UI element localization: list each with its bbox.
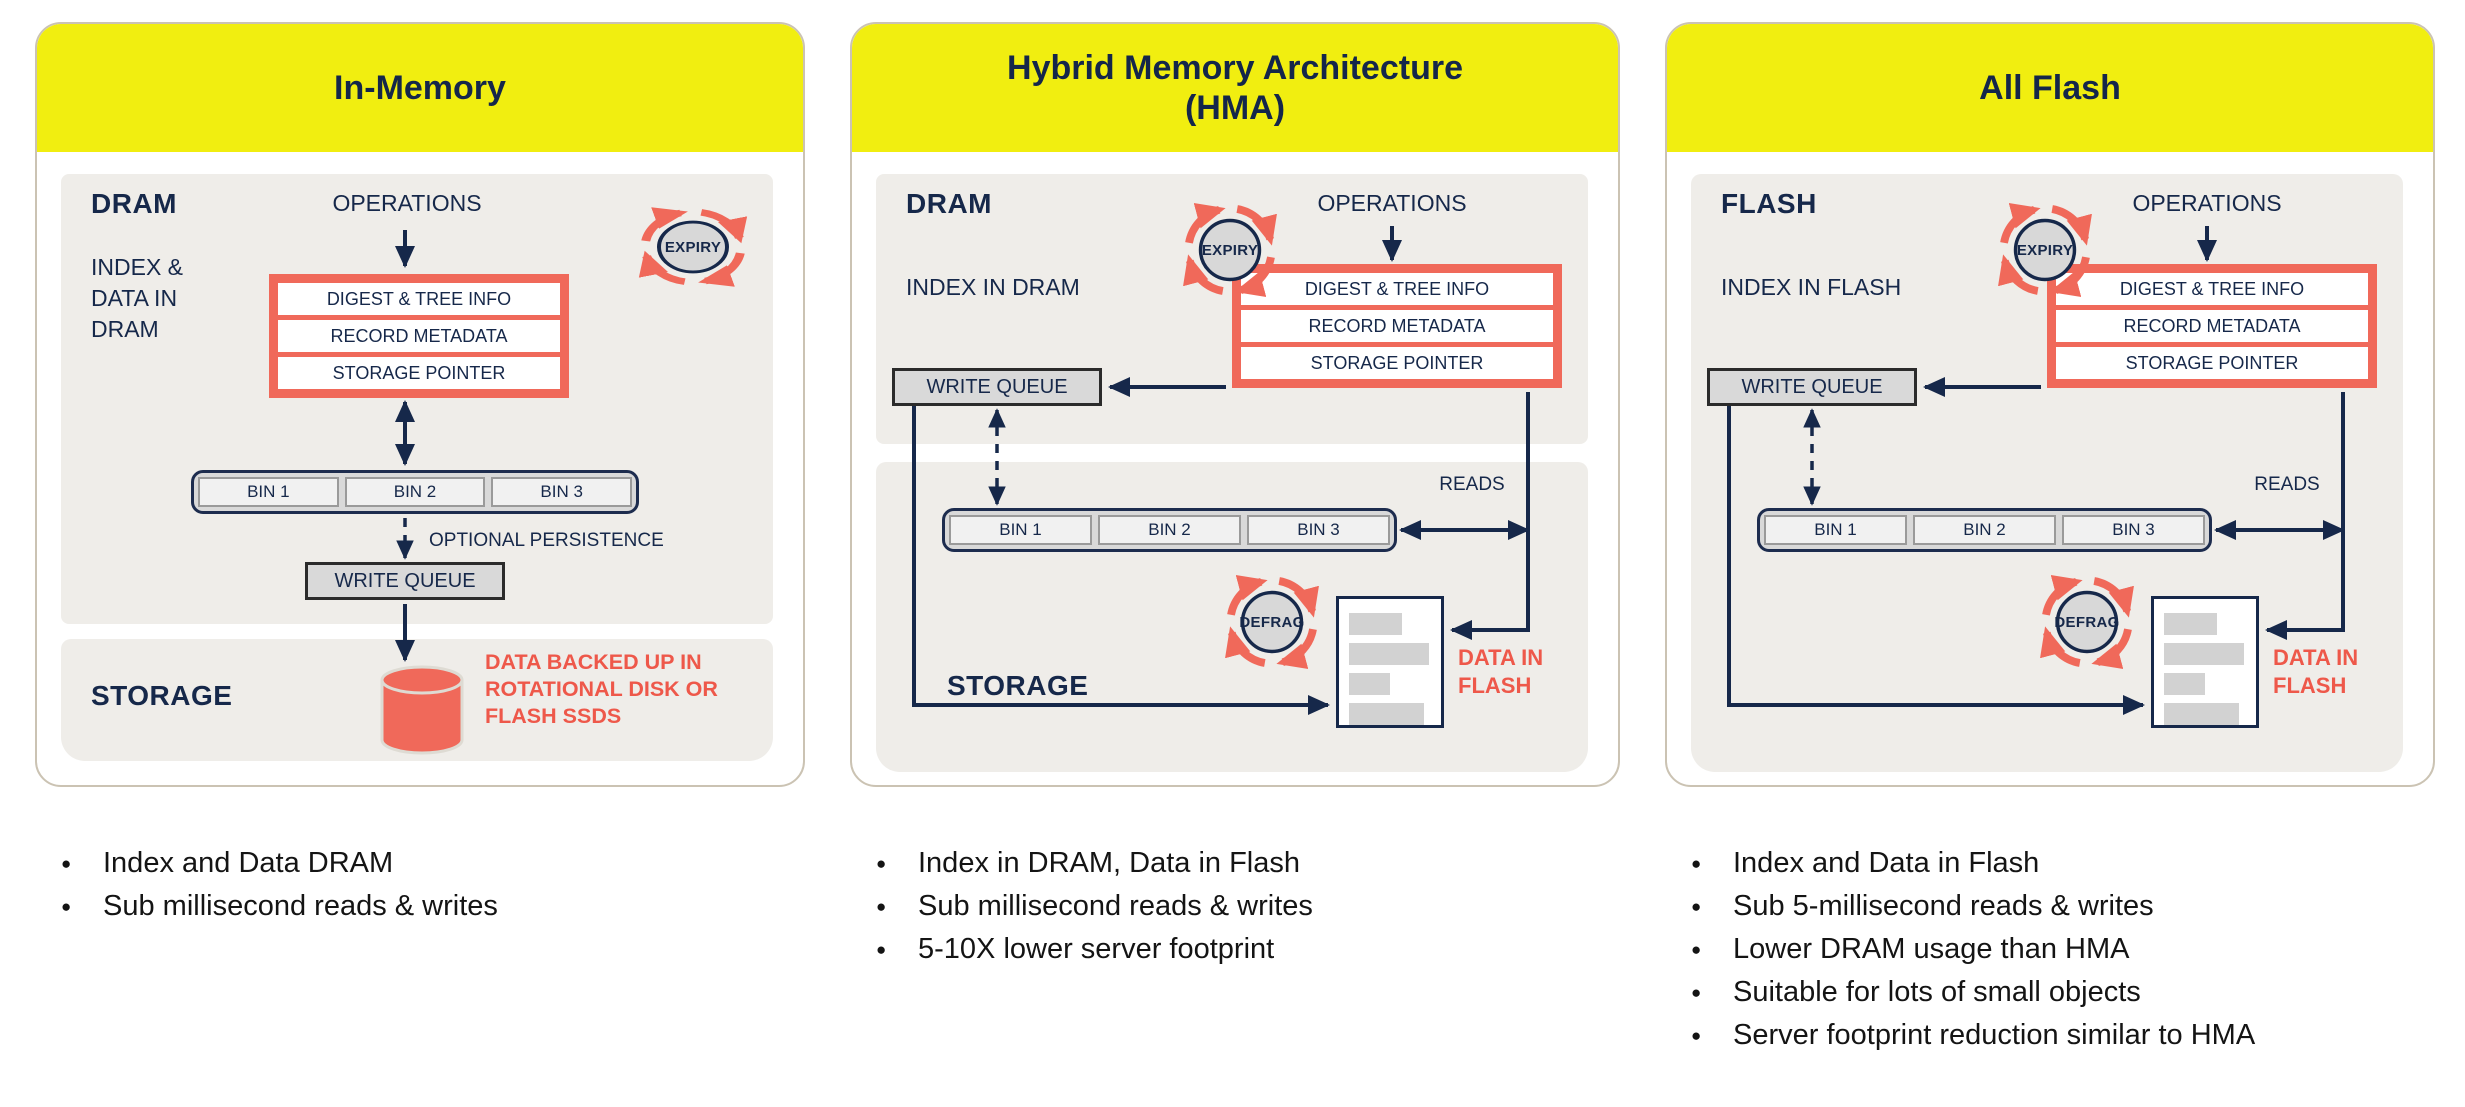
bullet-item: Sub millisecond reads & writes xyxy=(57,885,797,928)
metadata-row: STORAGE POINTER xyxy=(1241,347,1553,379)
index-location-label: INDEX IN DRAM xyxy=(906,274,1080,300)
defrag-cycle-icon: DEFRAG xyxy=(2035,570,2139,674)
index-location-label: INDEX IN FLASH xyxy=(1721,274,1902,300)
expiry-cycle-icon: EXPIRY xyxy=(1178,198,1282,302)
bullet-item: Index and Data in Flash xyxy=(1687,842,2427,885)
expiry-cycle-icon: EXPIRY xyxy=(1993,198,2097,302)
data-in-flash-note: DATA IN FLASH xyxy=(1458,645,1544,698)
card-in-memory: In-Memory DRAM OPERATIONS INDEX & DATA I… xyxy=(35,22,805,787)
bin-row: BIN 1 BIN 2 BIN 3 xyxy=(1757,508,2212,552)
bin-cell: BIN 1 xyxy=(198,477,339,507)
reads-label: READS xyxy=(1439,474,1505,495)
data-bar xyxy=(1349,673,1390,695)
flash-data-icon xyxy=(2151,596,2259,728)
operations-label: OPERATIONS xyxy=(1317,190,1467,216)
bin-row: BIN 1 BIN 2 BIN 3 xyxy=(191,470,639,514)
card-all-flash-header: All Flash xyxy=(1667,24,2433,152)
index-metadata-box: DIGEST & TREE INFO RECORD METADATA STORA… xyxy=(269,274,569,398)
bin-cell: BIN 3 xyxy=(2062,515,2205,545)
card-in-memory-header: In-Memory xyxy=(37,24,803,152)
memory-label: DRAM xyxy=(906,188,992,219)
bin-cell: BIN 3 xyxy=(1247,515,1390,545)
card-title: Hybrid Memory Architecture (HMA) xyxy=(1007,49,1463,127)
metadata-row: STORAGE POINTER xyxy=(278,357,560,389)
operations-label: OPERATIONS xyxy=(332,190,482,216)
data-bar xyxy=(2164,613,2218,635)
metadata-row: RECORD METADATA xyxy=(278,320,560,352)
bullet-item: Sub 5-millisecond reads & writes xyxy=(1687,885,2427,928)
bin-cell: BIN 2 xyxy=(1913,515,2056,545)
bin-cell: BIN 1 xyxy=(949,515,1092,545)
card-all-flash: All Flash FLASH OPERATIONS INDEX IN FLAS… xyxy=(1665,22,2435,787)
storage-label: STORAGE xyxy=(947,670,1089,701)
defrag-label: DEFRAG xyxy=(2054,613,2120,631)
bin-cell: BIN 2 xyxy=(1098,515,1241,545)
memory-label: FLASH xyxy=(1721,188,1817,219)
bin-cell: BIN 1 xyxy=(1764,515,1907,545)
data-bar xyxy=(1349,613,1403,635)
storage-label: STORAGE xyxy=(91,680,233,711)
card-all-flash-body: FLASH OPERATIONS INDEX IN FLASH DIGEST &… xyxy=(1667,152,2433,787)
data-bar xyxy=(1349,703,1425,725)
data-bar xyxy=(2164,673,2205,695)
expiry-cycle-icon: EXPIRY xyxy=(633,203,753,291)
operations-label: OPERATIONS xyxy=(2132,190,2282,216)
card-hma-body: DRAM OPERATIONS INDEX IN DRAM DIGEST & T… xyxy=(852,152,1618,787)
write-queue-box: WRITE QUEUE xyxy=(1707,368,1917,406)
bullet-list-hma: Index in DRAM, Data in Flash Sub millise… xyxy=(872,842,1612,971)
bullet-item: 5-10X lower server footprint xyxy=(872,928,1612,971)
memory-label: DRAM xyxy=(91,188,177,219)
database-cylinder-icon xyxy=(380,665,464,755)
bullet-item: Sub millisecond reads & writes xyxy=(872,885,1612,928)
data-in-flash-note: DATA IN FLASH xyxy=(2273,645,2359,698)
bullet-item: Lower DRAM usage than HMA xyxy=(1687,928,2427,971)
metadata-row: STORAGE POINTER xyxy=(2056,347,2368,379)
reads-label: READS xyxy=(2254,474,2320,495)
index-metadata-box: DIGEST & TREE INFO RECORD METADATA STORA… xyxy=(1232,264,1562,388)
bin-row: BIN 1 BIN 2 BIN 3 xyxy=(942,508,1397,552)
defrag-cycle-icon: DEFRAG xyxy=(1220,570,1324,674)
index-location-label: INDEX & DATA IN DRAM xyxy=(91,254,184,342)
data-bar xyxy=(2164,643,2244,665)
expiry-label: EXPIRY xyxy=(664,238,722,256)
bullet-list-in-memory: Index and Data DRAM Sub millisecond read… xyxy=(57,842,797,928)
metadata-row: RECORD METADATA xyxy=(2056,310,2368,342)
expiry-label: EXPIRY xyxy=(1201,241,1259,259)
write-queue-box: WRITE QUEUE xyxy=(892,368,1102,406)
storage-note: DATA BACKED UP IN ROTATIONAL DISK OR FLA… xyxy=(485,650,718,728)
bullet-item: Index in DRAM, Data in Flash xyxy=(872,842,1612,885)
expiry-label: EXPIRY xyxy=(2016,241,2074,259)
card-title: In-Memory xyxy=(334,69,506,107)
metadata-row: DIGEST & TREE INFO xyxy=(2056,273,2368,305)
card-title: All Flash xyxy=(1979,69,2121,107)
index-metadata-box: DIGEST & TREE INFO RECORD METADATA STORA… xyxy=(2047,264,2377,388)
metadata-row: DIGEST & TREE INFO xyxy=(278,283,560,315)
metadata-row: RECORD METADATA xyxy=(1241,310,1553,342)
card-hma-header: Hybrid Memory Architecture (HMA) xyxy=(852,24,1618,152)
bullet-item: Index and Data DRAM xyxy=(57,842,797,885)
bullet-list-all-flash: Index and Data in Flash Sub 5-millisecon… xyxy=(1687,842,2427,1057)
bullet-item: Server footprint reduction similar to HM… xyxy=(1687,1014,2427,1057)
flash-data-icon xyxy=(1336,596,1444,728)
card-in-memory-body: DRAM OPERATIONS INDEX & DATA IN DRAM EXP… xyxy=(37,152,803,787)
dram-panel xyxy=(61,174,773,624)
bullet-item: Suitable for lots of small objects xyxy=(1687,971,2427,1014)
write-queue-box: WRITE QUEUE xyxy=(305,562,505,600)
card-hma: Hybrid Memory Architecture (HMA) DRAM OP… xyxy=(850,22,1620,787)
bin-cell: BIN 3 xyxy=(491,477,633,507)
data-bar xyxy=(1349,643,1429,665)
metadata-row: DIGEST & TREE INFO xyxy=(1241,273,1553,305)
optional-persistence-label: OPTIONAL PERSISTENCE xyxy=(429,530,664,551)
data-bar xyxy=(2164,703,2240,725)
defrag-label: DEFRAG xyxy=(1239,613,1305,631)
bin-cell: BIN 2 xyxy=(344,477,486,507)
